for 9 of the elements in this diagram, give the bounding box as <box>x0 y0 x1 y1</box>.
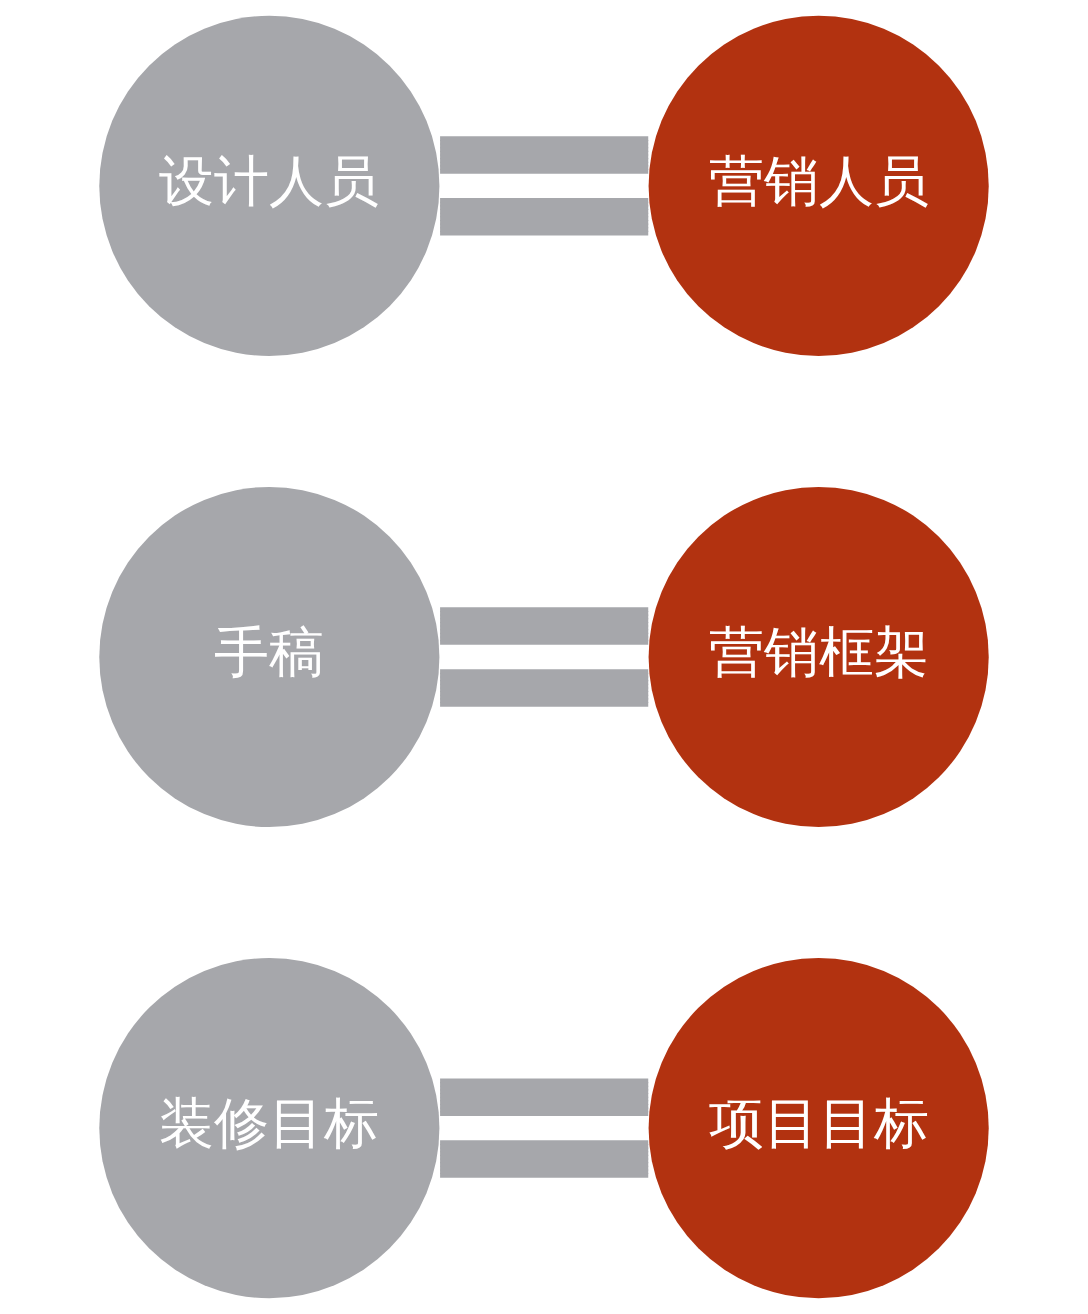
node-circle: 手稿 <box>99 486 440 828</box>
connector <box>440 136 649 236</box>
node-circle: 装修目标 <box>99 958 440 1299</box>
connector <box>440 607 649 707</box>
node-circle: 设计人员 <box>99 15 440 356</box>
connector <box>440 1078 649 1178</box>
node-circle: 项目目标 <box>648 958 989 1299</box>
node-circle: 营销人员 <box>648 15 989 356</box>
node-circle: 营销框架 <box>648 486 989 828</box>
